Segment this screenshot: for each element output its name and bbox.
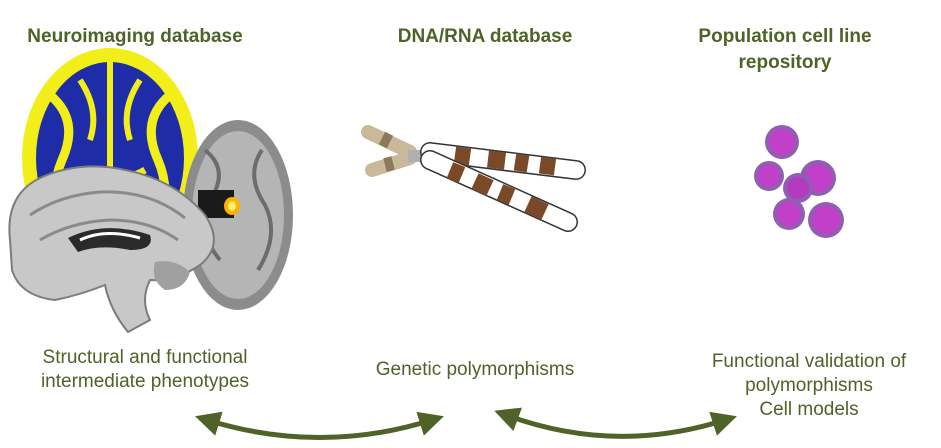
cell bbox=[808, 202, 844, 238]
chromosome-illustration bbox=[361, 125, 586, 232]
functional-caption: Functional validation of polymorphisms C… bbox=[680, 350, 938, 422]
cell-line-title: Population cell line repository bbox=[670, 24, 900, 76]
neuroimaging-title: Neuroimaging database bbox=[27, 26, 243, 47]
cell bbox=[773, 198, 805, 230]
cell bbox=[783, 173, 813, 203]
functional-caption-line-1: Functional validation of bbox=[711, 351, 907, 372]
chromosome-long-arm-lower bbox=[420, 150, 578, 232]
genetic-caption-line-1: Genetic polymorphisms bbox=[375, 359, 575, 380]
cell-line-title-line-2: repository bbox=[738, 52, 832, 73]
cell bbox=[765, 125, 799, 159]
brain-illustration bbox=[8, 48, 293, 334]
functional-caption-line-3: Cell models bbox=[759, 399, 859, 420]
neuroimaging-caption-line-1: Structural and functional bbox=[42, 347, 248, 368]
cell bbox=[754, 161, 784, 191]
neuroimaging-caption: Structural and functional intermediate p… bbox=[0, 346, 290, 394]
functional-caption-line-2: polymorphisms bbox=[745, 375, 873, 396]
cell-cluster-illustration bbox=[754, 125, 844, 238]
chromosome-long-arm-upper bbox=[420, 142, 586, 180]
dna-rna-title: DNA/RNA database bbox=[397, 26, 573, 47]
genetic-caption: Genetic polymorphisms bbox=[330, 358, 620, 382]
bidirectional-arrow-left bbox=[195, 411, 444, 440]
neuroimaging-caption-line-2: intermediate phenotypes bbox=[40, 371, 250, 392]
cell-line-title-line-1: Population cell line bbox=[698, 26, 872, 47]
bidirectional-arrow-right bbox=[494, 407, 737, 439]
